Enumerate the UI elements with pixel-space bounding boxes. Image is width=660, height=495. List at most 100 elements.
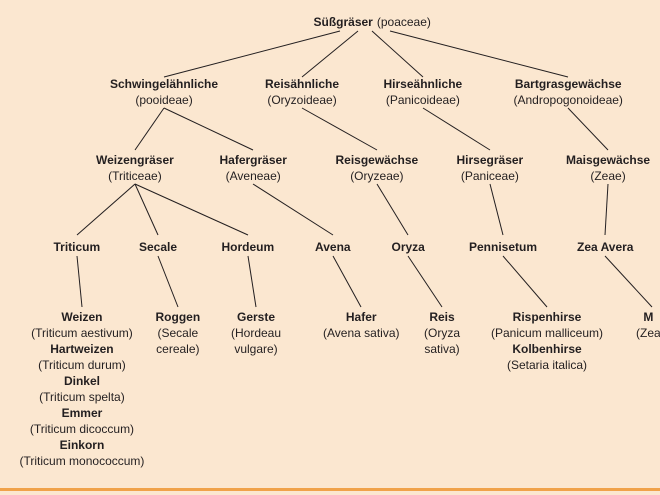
edge-oryzoideae-oryzeae (301, 107, 378, 151)
node-aveneae: Hafergräser (Aveneae) (220, 152, 287, 184)
node-sublabel: (Secale (157, 326, 199, 340)
node-label: Maisgewächse (566, 153, 651, 167)
node-label: Schwingelähnliche (110, 77, 219, 91)
node-sublabel: (poaceae) (376, 15, 431, 29)
node-zea: Zea Avera (577, 239, 633, 255)
node-sublabel: (Triticeae) (108, 169, 162, 183)
edge-pennisetum-millet (502, 255, 548, 308)
edge-triticeae-secale (134, 183, 159, 236)
node-sublabel: (Triticum aestivum) (31, 326, 133, 340)
node-sublabel: (Oryzeae) (350, 169, 404, 183)
node-root: Süßgräser(poaceae) (314, 14, 431, 30)
edge-zea-maize (604, 255, 653, 308)
node-andropogonoideae: Bartgrasgewächse (Andropogonoideae) (514, 76, 623, 108)
node-avena: Avena (315, 239, 351, 255)
edge-root-pooideae (163, 30, 341, 78)
node-sublabel: cereale) (156, 342, 200, 356)
node-label: Avena (315, 240, 351, 254)
edge-triticeae-triticum (76, 183, 136, 236)
node-sublabel: (Oryza (424, 326, 460, 340)
node-zeae: Maisgewächse (Zeae) (566, 152, 650, 184)
edge-triticum-wheat (76, 255, 83, 308)
node-label: Zea Avera (577, 240, 634, 254)
bottom-rule (0, 488, 660, 491)
node-label: Hartweizen (50, 342, 114, 356)
node-sublabel: (Hordeau (231, 326, 282, 340)
edge-pooideae-triticeae (134, 107, 165, 151)
node-sublabel: (Oryzoideae) (267, 93, 337, 107)
node-label: Dinkel (63, 374, 100, 388)
node-label: Kolbenhirse (512, 342, 582, 356)
node-label: Reisgewächse (335, 153, 419, 167)
edge-secale-rye (157, 255, 179, 308)
node-label: Pennisetum (469, 240, 538, 254)
node-panicoideae: Hirseähnliche (Panicoideae) (384, 76, 463, 108)
node-label: Reis (429, 310, 455, 324)
node-pooideae: Schwingelähnliche (pooideae) (110, 76, 218, 108)
node-sublabel: (Triticum dicoccum) (29, 422, 135, 436)
edge-triticeae-hordeum (134, 183, 249, 236)
node-sublabel: (Zea (636, 326, 660, 340)
node-sublabel: (Panicum malliceum) (491, 326, 604, 340)
node-label: Roggen (155, 310, 201, 324)
edge-andropogonoideae-zeae (567, 107, 609, 151)
node-rye: Roggen (Secale cereale) (156, 309, 201, 357)
node-sublabel: (Triticum monococcum) (19, 454, 145, 468)
node-label: Weizen (61, 310, 103, 324)
node-label: Hirsegräser (456, 153, 524, 167)
edge-zeae-zea (604, 183, 609, 236)
node-maize: M (Zea (636, 309, 660, 341)
node-sublabel: (pooideae) (135, 93, 193, 107)
node-sublabel: (Setaria italica) (507, 358, 588, 372)
node-label: Gerste (237, 310, 276, 324)
node-oat: Hafer (Avena sativa) (323, 309, 399, 341)
node-sublabel: (Paniceae) (460, 169, 519, 183)
node-sublabel: sativa) (424, 342, 460, 356)
node-sublabel: (Triticum spelta) (39, 390, 125, 404)
node-label: Secale (139, 240, 178, 254)
node-sublabel: (Panicoideae) (385, 93, 460, 107)
node-barley: Gerste (Hordeau vulgare) (231, 309, 281, 357)
node-sublabel: (Triticum durum) (38, 358, 126, 372)
node-label: Hirseähnliche (383, 77, 463, 91)
edge-oryza-rice (407, 255, 443, 308)
edge-panicoideae-paniceae (422, 107, 491, 151)
edge-hordeum-barley (247, 255, 257, 308)
node-label: Süßgräser (313, 15, 373, 29)
edge-aveneae-avena (252, 183, 334, 236)
node-millet: Rispenhirse (Panicum malliceum) Kolbenhirs… (491, 309, 603, 373)
node-label: Hordeum (221, 240, 275, 254)
node-sublabel: (Avena sativa) (323, 326, 400, 340)
node-triticeae: Weizengräser(Triticeae) (96, 152, 174, 184)
node-paniceae: Hirsegräser (Paniceae) (457, 152, 524, 184)
node-wheat: Weizen (Triticum aestivum) Hartweizen (Trit… (20, 309, 145, 469)
node-oryza: Oryza (392, 239, 425, 255)
node-label: Hafergräser (219, 153, 287, 167)
node-label: Emmer (61, 406, 103, 420)
edge-root-oryzoideae (301, 30, 359, 78)
node-label: Triticum (53, 240, 101, 254)
node-label: Oryza (391, 240, 425, 254)
node-sublabel: (Zeae) (590, 169, 626, 183)
edge-pooideae-aveneae (163, 107, 254, 151)
node-label: Rispenhirse (512, 310, 582, 324)
node-sublabel: (Aveneae) (225, 169, 281, 183)
node-label: Einkorn (59, 438, 105, 452)
edge-root-panicoideae (371, 30, 424, 78)
node-oryzeae: Reisgewächse (Oryzeae) (336, 152, 419, 184)
node-oryzoideae: Reisähnliche (Oryzoideae) (265, 76, 339, 108)
node-label: Hafer (345, 310, 377, 324)
node-label: Reisähnliche (265, 77, 340, 91)
node-rice: Reis (Oryza sativa) (424, 309, 460, 357)
edge-oryzeae-oryza (376, 183, 409, 236)
node-sublabel: (Andropogonoideae) (513, 93, 623, 107)
node-sublabel: vulgare) (234, 342, 278, 356)
node-label: Bartgrasgewächse (514, 77, 622, 91)
edge-root-andropogonoideae (389, 30, 569, 78)
node-secale: Secale (139, 239, 177, 255)
edge-avena-oat (332, 255, 362, 308)
node-triticum: Triticum (54, 239, 101, 255)
node-label: M (643, 310, 654, 324)
